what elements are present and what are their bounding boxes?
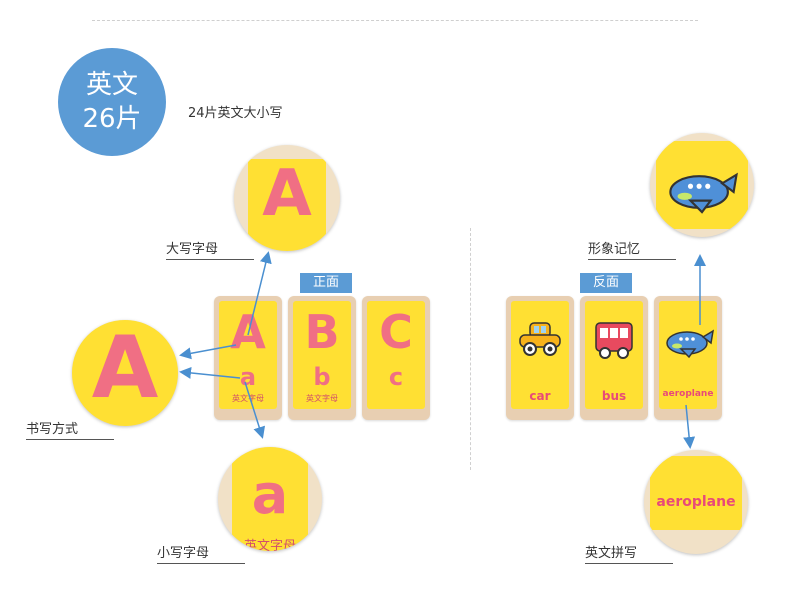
callout-spelling: 英文拼写	[585, 542, 673, 564]
top-divider	[92, 20, 698, 21]
badge-line2: 26片	[82, 104, 142, 134]
zoom-uppercase: A	[234, 145, 340, 251]
zoom-lowercase: a 英文字母	[218, 447, 322, 551]
block-word: aeroplane	[662, 389, 714, 399]
callout-image-memory: 形象记忆	[588, 238, 676, 260]
block-word: bus	[601, 389, 627, 403]
zoom-image-memory	[650, 133, 754, 237]
block-caption: 英文字母	[232, 394, 264, 403]
bus-icon	[595, 322, 633, 359]
zoom-writing: A	[72, 320, 178, 426]
zoom-spelling: aeroplane	[644, 450, 748, 554]
aeroplane-icon	[666, 329, 715, 359]
picture-block-car: car	[506, 296, 574, 420]
block-upper-letter: B	[304, 305, 340, 359]
block-upper-letter: C	[379, 305, 413, 359]
arrow-to-uppercase	[247, 251, 272, 336]
arrow-to-spelling	[683, 404, 696, 449]
front-tag: 正面	[300, 273, 352, 293]
car-icon	[519, 322, 561, 356]
zoom-upper-letter: A	[262, 157, 312, 231]
arrow-to-writing-2	[179, 366, 241, 379]
zoom-lower-caption: 英文字母	[243, 539, 296, 551]
aeroplane-icon	[669, 172, 738, 214]
callout-uppercase: 大写字母	[166, 238, 254, 260]
center-divider	[470, 228, 471, 470]
callout-lowercase: 小写字母	[157, 542, 245, 564]
count-badge: 英文 26片	[58, 48, 166, 156]
badge-line1: 英文	[85, 70, 138, 100]
back-tag: 反面	[580, 273, 632, 293]
letter-block-c: C c	[362, 296, 430, 420]
arrow-to-writing-1	[179, 344, 237, 360]
block-lower-letter: a	[239, 363, 257, 391]
zoom-lower-letter: a	[251, 463, 289, 526]
block-caption: 英文字母	[306, 394, 338, 403]
arrow-to-lowercase	[244, 381, 266, 439]
zoom-writing-letter: A	[91, 320, 159, 418]
block-lower-letter: c	[388, 363, 404, 391]
block-word: car	[529, 389, 551, 403]
callout-writing: 书写方式	[26, 418, 114, 440]
block-lower-letter: b	[313, 363, 331, 391]
picture-block-bus: bus	[580, 296, 648, 420]
zoom-spelling-word: aeroplane	[656, 494, 736, 510]
picture-block-aeroplane: aeroplane	[654, 296, 722, 420]
letter-block-b: B b 英文字母	[288, 296, 356, 420]
subtitle: 24片英文大小写	[188, 106, 283, 121]
